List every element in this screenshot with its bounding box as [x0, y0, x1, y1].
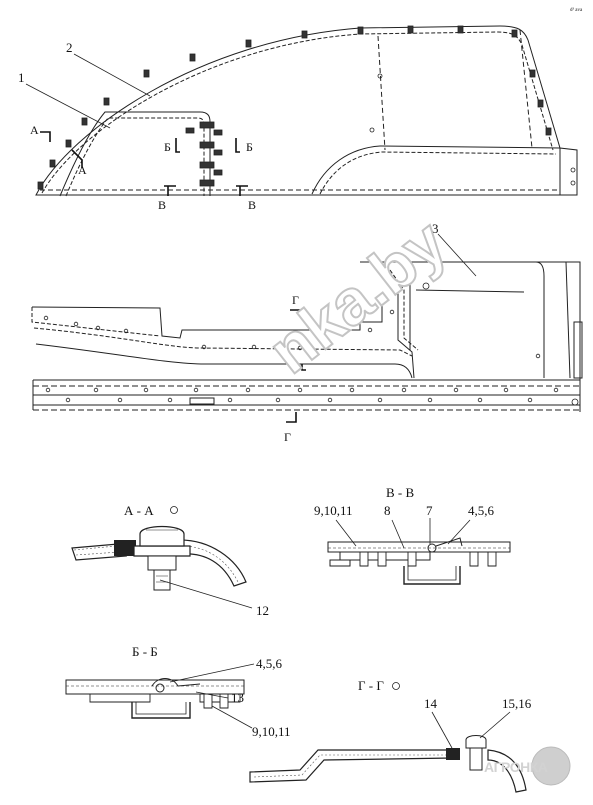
callout-13: 13 [231, 690, 244, 705]
section-v-label-2: В [248, 198, 256, 212]
logo-text: АГРОНКА [484, 759, 548, 775]
detail-aa: А - А 12 [71, 503, 269, 618]
callout-4-5-6-vv: 4,5,6 [468, 503, 495, 518]
callout-3: 3 [432, 221, 439, 236]
callout-14: 14 [424, 696, 438, 711]
agronka-logo: АГРОНКА [484, 746, 571, 786]
section-b-label-2: Б [246, 140, 253, 154]
top-view-labels: 1 2 А А Б Б В В [18, 40, 256, 212]
callout-15-16: 15,16 [502, 696, 532, 711]
callout-8: 8 [384, 503, 391, 518]
section-g-label-2: Г [284, 430, 291, 444]
top-view-bolts [37, 25, 552, 190]
middle-view-labels: 3 Г Г [284, 221, 477, 444]
detail-aa-rotation-mark [170, 506, 178, 514]
detail-vv: В - В 9,10,11 8 7 4,5,6 [314, 485, 511, 585]
top-view-cabin-cover [35, 25, 578, 197]
section-a-label-1: А [30, 123, 39, 137]
callout-4-5-6-bb: 4,5,6 [256, 656, 283, 671]
section-markers-middle [286, 309, 306, 423]
detail-aa-title: А - А [124, 503, 154, 518]
corner-text: d³ ava [570, 7, 583, 13]
detail-gg-rotation-mark [392, 682, 400, 690]
detail-bb-title: Б - Б [132, 644, 158, 659]
top-view-holes [369, 73, 576, 186]
callout-12: 12 [256, 603, 269, 618]
section-v-label-1: В [158, 198, 166, 212]
callout-9-10-11-bb: 9,10,11 [252, 724, 291, 739]
section-b-label-1: Б [164, 140, 171, 154]
section-g-label-1: Г [292, 293, 299, 307]
detail-gg-title: Г - Г [358, 678, 384, 693]
watermark-text: nka.by [255, 205, 459, 387]
section-a-label-2: А [78, 163, 87, 177]
middle-view-holes [43, 282, 579, 406]
callout-1: 1 [18, 70, 25, 85]
callout-2: 2 [66, 40, 73, 55]
callout-7: 7 [426, 503, 433, 518]
detail-bb: Б - Б 4,5,6 13 9,10,11 [65, 644, 291, 739]
callout-9-10-11-vv: 9,10,11 [314, 503, 353, 518]
detail-vv-title: В - В [386, 485, 415, 500]
detail-gg: Г - Г 14 15,16 [249, 678, 532, 793]
middle-view-floor-panel [31, 261, 583, 412]
section-markers-top [40, 131, 248, 196]
